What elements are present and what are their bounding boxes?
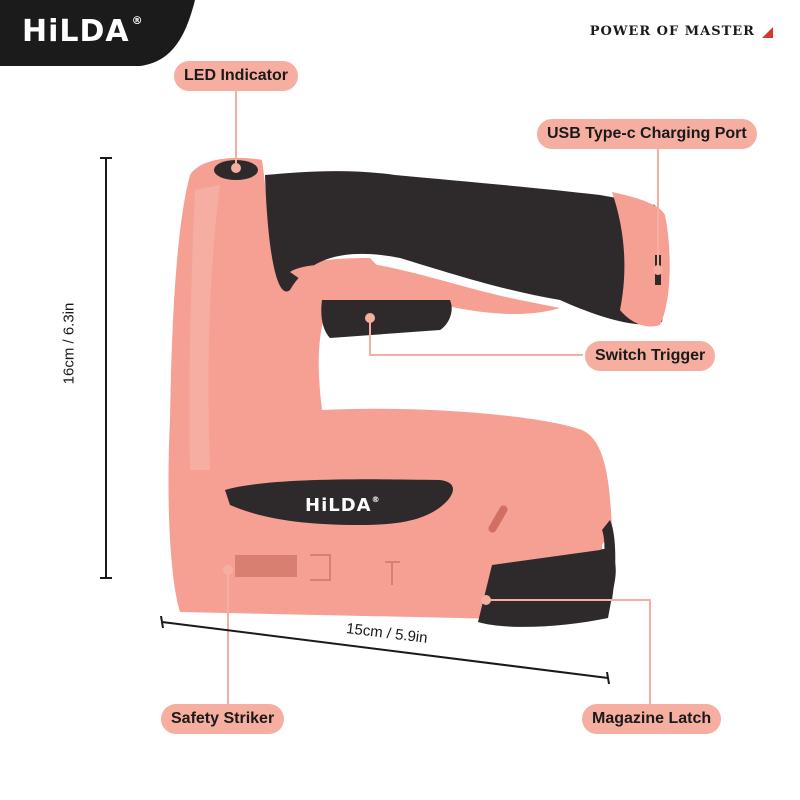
handle-grip <box>265 171 666 325</box>
callout-switch-trigger: Switch Trigger <box>585 341 716 371</box>
callout-led-indicator: LED Indicator <box>174 61 299 91</box>
logo-tab <box>0 0 195 66</box>
brand-logo: HiLDA® <box>22 14 144 49</box>
switch-trigger <box>321 300 452 338</box>
magazine-latch-block <box>478 549 616 627</box>
callout-safety-striker: Safety Striker <box>161 704 285 734</box>
handle-end-cap <box>612 192 670 327</box>
height-dimension-label: 16cm / 6.3in <box>60 302 78 385</box>
product-logo: HiLDA® <box>305 495 381 516</box>
callout-usb-port: USB Type-c Charging Port <box>537 119 757 149</box>
brand-tagline: POWER OF MASTER <box>589 24 755 39</box>
callout-magazine-latch: Magazine Latch <box>582 704 722 734</box>
tagline-triangle-icon <box>762 27 773 38</box>
